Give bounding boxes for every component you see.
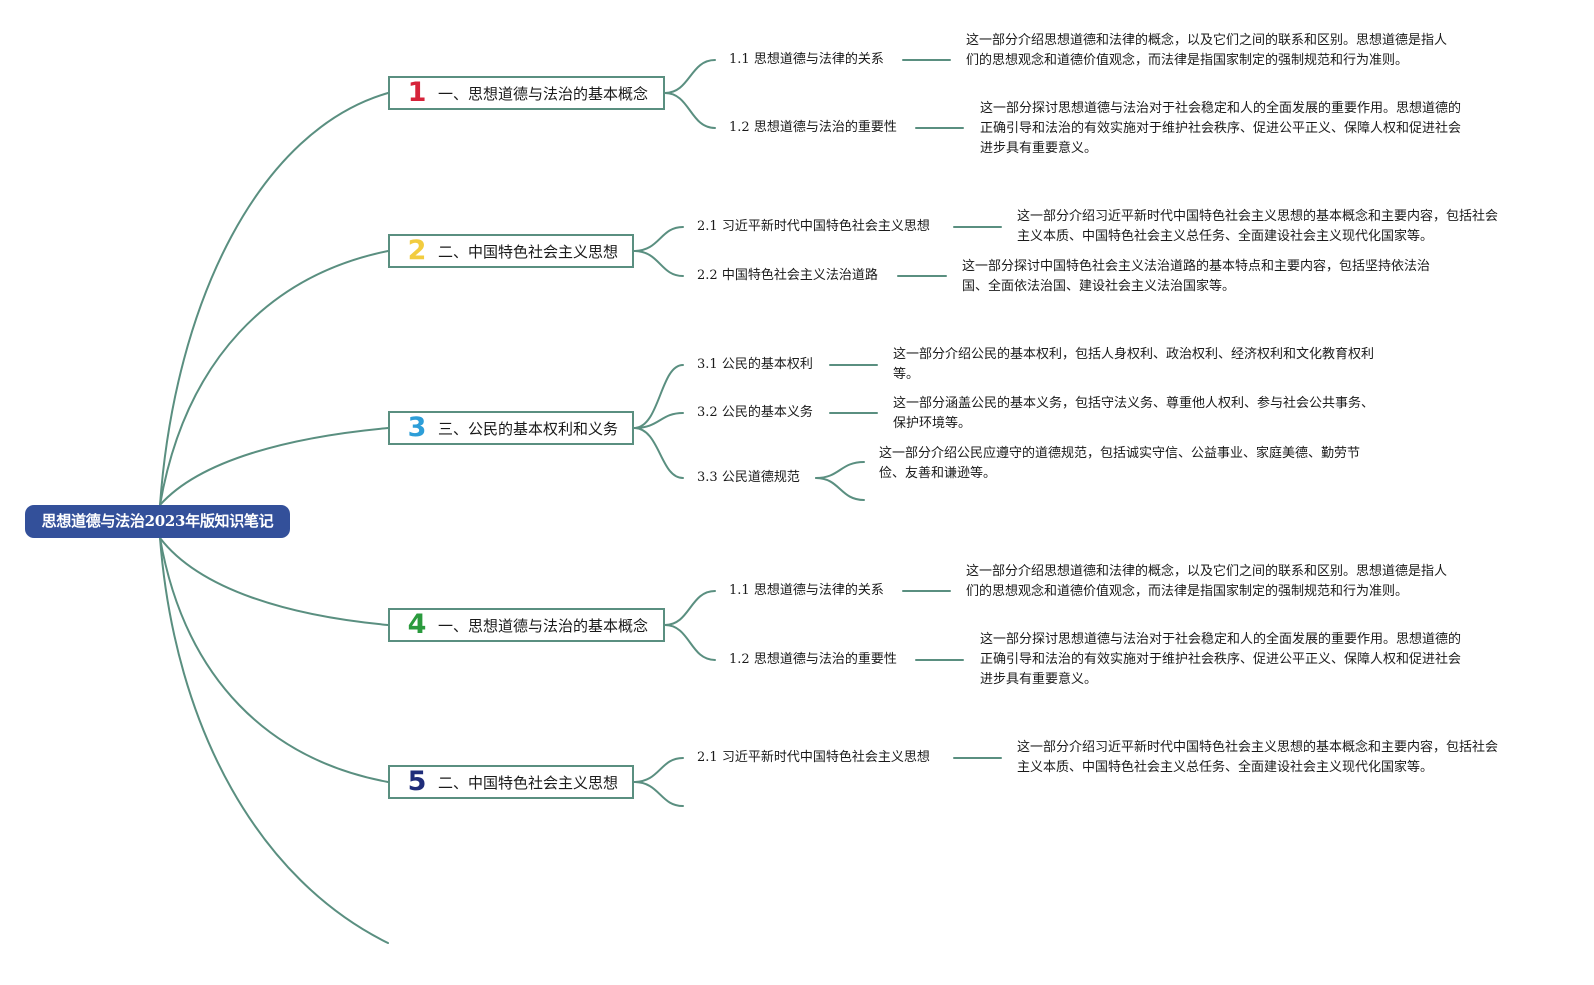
- branch-title: 一、思想道德与法治的基本概念: [438, 616, 649, 635]
- subtopic-code: 1.1: [729, 583, 750, 598]
- root-link-3: [159, 427, 389, 506]
- description-2-1[interactable]: 这一部分介绍习近平新时代中国特色社会主义思想的基本概念和主要内容，包括社会主义本…: [1017, 209, 1499, 244]
- branch-1[interactable]: 1 一、思想道德与法治的基本概念: [388, 76, 665, 110]
- branch-2[interactable]: 2 二、中国特色社会主义思想: [388, 234, 634, 268]
- branch-5[interactable]: 5 二、中国特色社会主义思想: [388, 765, 634, 799]
- branch-number-4: 4: [407, 609, 427, 640]
- subtopic-1-2[interactable]: 1.2 思想道德与法治的重要性: [729, 119, 897, 137]
- subtopic-code: 3.1: [697, 357, 718, 372]
- subtopic-4-1[interactable]: 1.1 思想道德与法律的关系: [729, 582, 884, 600]
- subtopic-label: 思想道德与法律的关系: [753, 583, 884, 598]
- subtopic-label: 思想道德与法治的重要性: [753, 652, 897, 667]
- subtopic-label: 思想道德与法治的重要性: [753, 120, 897, 135]
- branch-title: 二、中国特色社会主义思想: [438, 242, 619, 261]
- subtopic-label: 习近平新时代中国特色社会主义思想: [721, 750, 930, 765]
- subtopic-code: 2.1: [697, 750, 718, 765]
- subtopic-1-1[interactable]: 1.1 思想道德与法律的关系: [729, 51, 884, 69]
- subtopic-3-3[interactable]: 3.3 公民道德规范: [697, 469, 800, 487]
- branch-number-1: 1: [407, 77, 427, 108]
- description-4-2[interactable]: 这一部分探讨思想道德与法治对于社会稳定和人的全面发展的重要作用。思想道德的正确引…: [980, 632, 1462, 687]
- subtopic-3-1[interactable]: 3.1 公民的基本权利: [697, 356, 813, 374]
- subtopic-2-1[interactable]: 2.1 习近平新时代中国特色社会主义思想: [697, 218, 930, 236]
- description-5-1[interactable]: 这一部分介绍习近平新时代中国特色社会主义思想的基本概念和主要内容，包括社会主义本…: [1017, 740, 1499, 775]
- root-link-6: [159, 537, 389, 944]
- root-link-4: [159, 537, 389, 626]
- branch-title: 二、中国特色社会主义思想: [438, 773, 619, 792]
- description-3-3[interactable]: 这一部分介绍公民应遵守的道德规范，包括诚实守信、公益事业、家庭美德、勤劳节俭、友…: [879, 446, 1361, 481]
- branch-3[interactable]: 3 三、公民的基本权利和义务: [388, 411, 634, 445]
- description-1-1[interactable]: 这一部分介绍思想道德和法律的概念，以及它们之间的联系和区别。思想道德是指人们的思…: [966, 33, 1448, 68]
- subtopic-code: 1.2: [729, 120, 750, 135]
- description-2-2[interactable]: 这一部分探讨中国特色社会主义法治道路的基本特点和主要内容，包括坚持依法治国、全面…: [962, 259, 1431, 294]
- subtopic-code: 1.2: [729, 652, 750, 667]
- branch-title: 一、思想道德与法治的基本概念: [438, 84, 649, 103]
- subtopic-2-2[interactable]: 2.2 中国特色社会主义法治道路: [697, 267, 878, 285]
- subtopic-label: 中国特色社会主义法治道路: [721, 268, 878, 283]
- root-link-5: [159, 537, 389, 783]
- subtopic-label: 习近平新时代中国特色社会主义思想: [721, 219, 930, 234]
- subtopic-code: 3.2: [697, 405, 718, 420]
- subtopic-code: 2.1: [697, 219, 718, 234]
- description-3-2[interactable]: 这一部分涵盖公民的基本义务，包括守法义务、尊重他人权利、参与社会公共事务、保护环…: [893, 396, 1375, 431]
- branch-number-2: 2: [407, 235, 427, 266]
- branch-number-3: 3: [407, 412, 427, 443]
- subtopic-3-2[interactable]: 3.2 公民的基本义务: [697, 404, 813, 422]
- subtopic-4-2[interactable]: 1.2 思想道德与法治的重要性: [729, 651, 897, 669]
- root-link-2: [159, 250, 389, 506]
- description-4-1[interactable]: 这一部分介绍思想道德和法律的概念，以及它们之间的联系和区别。思想道德是指人们的思…: [966, 564, 1448, 599]
- subtopic-code: 3.3: [697, 470, 718, 485]
- subtopic-label: 公民道德规范: [721, 470, 800, 485]
- root-topic[interactable]: 思想道德与法治2023年版知识笔记: [25, 505, 290, 538]
- subtopic-5-1[interactable]: 2.1 习近平新时代中国特色社会主义思想: [697, 749, 930, 767]
- root-link-1: [159, 92, 389, 506]
- branch-number-5: 5: [407, 766, 427, 797]
- branch-4[interactable]: 4 一、思想道德与法治的基本概念: [388, 608, 665, 642]
- description-3-1[interactable]: 这一部分介绍公民的基本权利，包括人身权利、政治权利、经济权利和文化教育权利等。: [893, 347, 1375, 382]
- subtopic-label: 公民的基本权利: [721, 357, 813, 372]
- subtopic-label: 思想道德与法律的关系: [753, 52, 884, 67]
- branch-title: 三、公民的基本权利和义务: [438, 419, 619, 438]
- subtopic-code: 2.2: [697, 268, 718, 283]
- subtopic-label: 公民的基本义务: [721, 405, 813, 420]
- subtopic-code: 1.1: [729, 52, 750, 67]
- description-1-2[interactable]: 这一部分探讨思想道德与法治对于社会稳定和人的全面发展的重要作用。思想道德的正确引…: [980, 101, 1462, 156]
